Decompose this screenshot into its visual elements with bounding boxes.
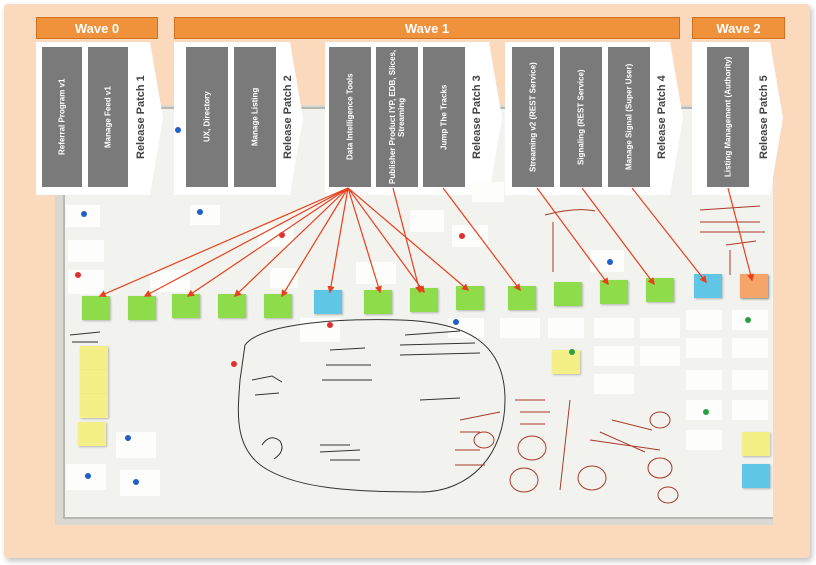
index-card [594,346,634,366]
arrow [347,187,470,291]
index-card [68,240,104,262]
index-card [640,346,680,366]
wave-2-header: Wave 2 [692,17,785,39]
sticky-note-green [218,294,246,318]
sticky-note-green [82,296,110,320]
index-card [270,268,298,288]
arrow [143,187,349,297]
index-card [590,250,624,272]
index-card [472,182,504,202]
index-card [500,318,540,338]
arrow [631,187,707,284]
pin-group-blue [81,127,613,485]
index-card [686,338,722,358]
arrow [536,187,609,286]
sticky-note-blue [314,290,342,314]
sticky-note-blue [694,274,722,298]
index-card [150,270,190,292]
arrow [98,187,349,298]
index-card [68,270,104,294]
sticky-note-yellow [80,394,108,418]
arrow [442,187,521,292]
arrow [347,187,382,294]
index-card [190,205,220,225]
black-marker-drawing [69,319,506,493]
sticky-note-yellow [742,432,770,456]
index-card [640,318,680,338]
arrow [347,187,425,294]
index-card [452,225,488,247]
arrow [581,187,655,286]
index-card [594,374,634,394]
arrow [186,187,349,297]
sticky-note-yellow [552,350,580,374]
index-card [120,470,160,496]
index-card [686,370,722,390]
index-card [732,338,768,358]
index-card [732,370,768,390]
wave-label: Wave 0 [74,20,120,36]
index-card [356,262,396,284]
sticky-note-yellow [80,346,108,370]
wave-1-header: Wave 1 [174,17,680,39]
arrow [392,187,423,294]
index-card [410,210,444,232]
arrow [281,187,349,298]
index-card [686,310,722,330]
wave-label: Wave 2 [716,20,761,36]
sticky-note-green [554,282,582,306]
sticky-note-green [172,294,200,318]
sticky-note-yellow [80,370,108,394]
wave-label: Wave 1 [404,20,450,36]
sticky-note-blue [742,464,770,488]
sticky-note-green [508,286,536,310]
sticky-note-green [364,290,392,314]
index-card [686,430,722,450]
index-card [732,400,768,420]
sticky-note-green [128,296,156,320]
arrow [727,187,755,282]
pin-group-green [569,317,751,415]
index-card [548,318,584,338]
index-card [116,432,156,458]
sticky-note-green [264,294,292,318]
arrow [327,187,349,294]
pin-group-red [75,232,465,367]
red-marker-drawing [455,205,765,504]
wave-0-header: Wave 0 [36,17,158,39]
index-card [594,318,634,338]
sticky-note-green [456,286,484,310]
sticky-note-yellow [78,422,106,446]
arrow [233,187,349,297]
